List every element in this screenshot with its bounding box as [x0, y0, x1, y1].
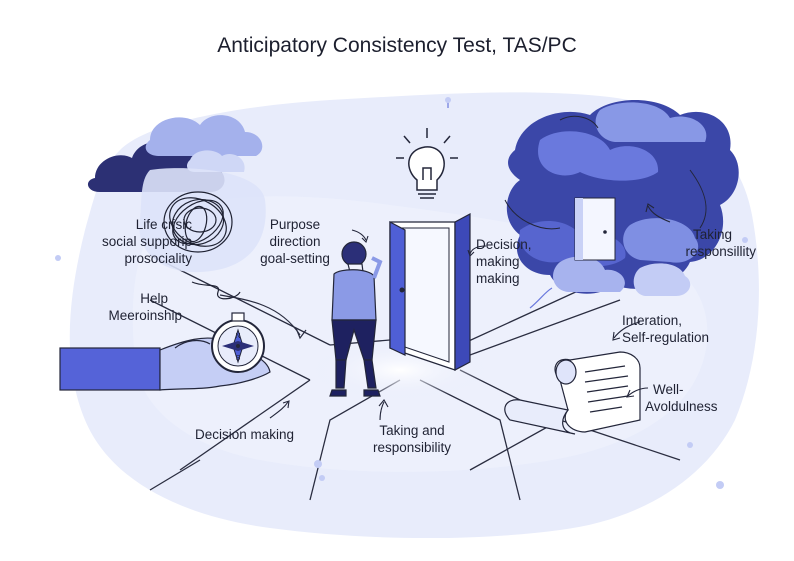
lightbulb-icon [396, 128, 458, 199]
scribble-icon [163, 191, 241, 300]
pointer-arrows [269, 203, 671, 421]
label-help: Help Meeroinship [108, 291, 182, 323]
label-decision-door: Decision, making making [476, 237, 532, 286]
label-purpose: Purpose direction goal-setting [260, 217, 330, 266]
page-title: Anticipatory Consistency Test, TAS/PC [217, 34, 577, 57]
person-figure [329, 241, 383, 397]
right-storm-cloud [504, 100, 739, 296]
decorative-dots [55, 97, 748, 489]
left-fog [139, 168, 266, 273]
dashed-path [219, 294, 301, 336]
label-taking-responsibility-right: Taking responsillity [685, 227, 756, 259]
compass-north: N [235, 333, 240, 340]
compass-icon [211, 312, 265, 373]
compass-south: S [236, 355, 241, 362]
label-well: Well- Avoldulness [645, 382, 718, 414]
label-decision-making: Decision making [195, 427, 295, 442]
label-taking-and: Taking and responsibility [372, 423, 452, 455]
label-interaction: Interation, Self-regulation [622, 313, 710, 345]
label-life-crisis: Life crisic social supporip prosociality [101, 217, 192, 266]
central-door [389, 213, 471, 371]
scroll-illustration [504, 351, 641, 435]
